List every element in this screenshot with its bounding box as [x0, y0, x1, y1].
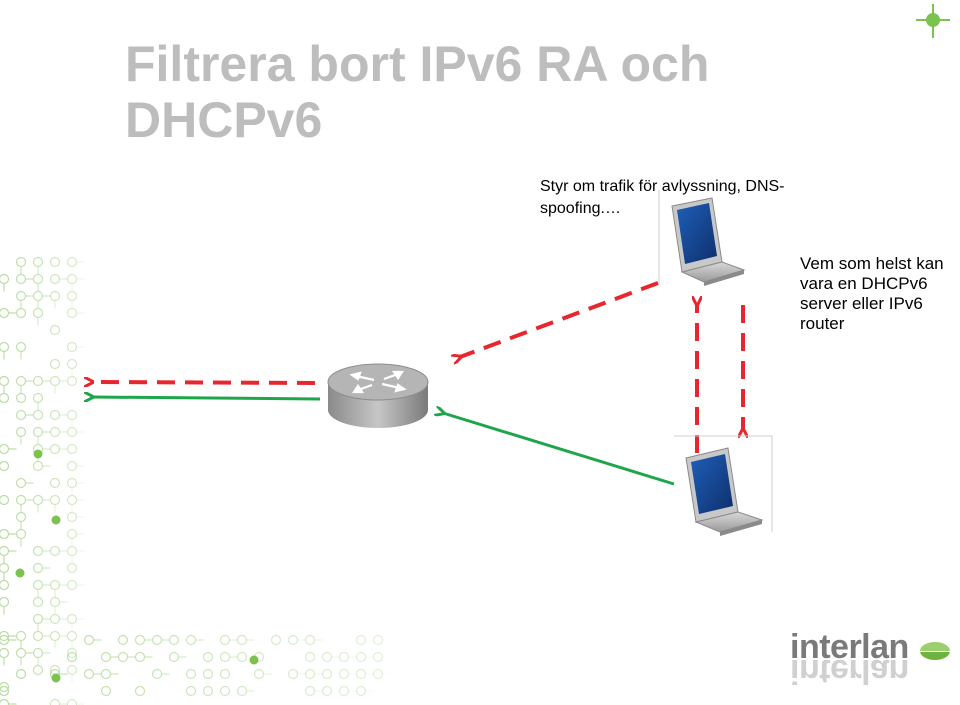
- interlan-logo: interlan interlan: [790, 628, 955, 688]
- dashed-arrow-left: [92, 382, 315, 383]
- logo-dot: [920, 642, 950, 660]
- solid-arrow-diagonal: [443, 413, 674, 484]
- logo-reflection: interlan: [790, 652, 909, 690]
- laptop-icon: [659, 190, 744, 286]
- dashed-arrow-diagonal: [460, 283, 658, 357]
- router-icon: [328, 364, 428, 428]
- solid-arrow-left: [92, 397, 320, 399]
- laptop-icon: [674, 436, 772, 536]
